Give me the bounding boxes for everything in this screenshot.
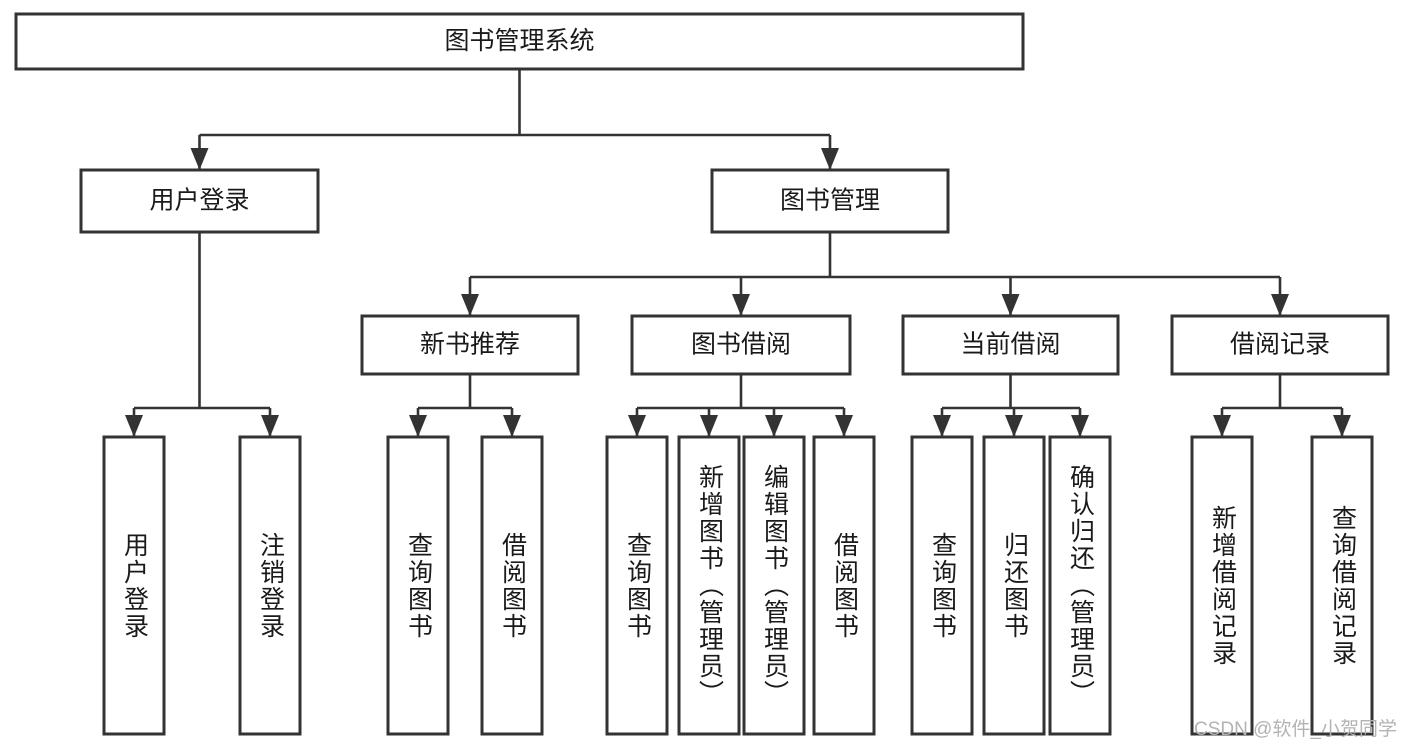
node-box-borrow-record[interactable] xyxy=(1170,314,1390,376)
arrow-head-icon xyxy=(835,415,853,437)
node-label-current-borrow: 当前借阅 xyxy=(960,331,1060,359)
arrow-head-icon xyxy=(409,415,427,437)
node-box-leaf-query-book-1[interactable] xyxy=(386,435,450,736)
node-label-user-login: 用户登录 xyxy=(149,187,249,215)
node-label-new-book-recommend: 新书推荐 xyxy=(420,331,520,359)
node-box-leaf-borrow-book-1[interactable] xyxy=(480,435,544,736)
arrow-head-icon xyxy=(190,148,209,170)
node-box-leaf-user-login[interactable] xyxy=(102,435,166,736)
arrow-head-icon xyxy=(461,294,479,316)
node-box-leaf-borrow-book-2[interactable] xyxy=(812,435,876,736)
arrow-head-icon xyxy=(821,148,839,170)
arrow-head-icon xyxy=(1005,415,1023,437)
watermark-text: CSDN @软件_小贺同学 xyxy=(1194,719,1397,740)
boxes-layer xyxy=(14,12,1390,736)
arrow-head-icon xyxy=(261,415,279,437)
node-box-leaf-query-book-2[interactable] xyxy=(605,435,669,736)
node-box-user-login[interactable] xyxy=(79,168,320,234)
node-box-leaf-query-borrow-record[interactable] xyxy=(1310,435,1374,736)
arrow-head-icon xyxy=(1271,294,1289,316)
node-label-book-manage: 图书管理 xyxy=(780,187,880,215)
node-box-leaf-add-book-admin[interactable] xyxy=(677,435,741,736)
arrow-head-icon xyxy=(933,415,951,437)
node-box-book-borrow[interactable] xyxy=(630,314,852,376)
arrow-head-icon xyxy=(503,415,521,437)
arrow-head-icon xyxy=(1001,294,1020,316)
node-box-leaf-logout-login[interactable] xyxy=(238,435,302,736)
arrow-head-icon xyxy=(1333,415,1351,437)
node-label-root: 图书管理系统 xyxy=(444,27,594,55)
arrow-head-icon xyxy=(765,415,783,437)
arrow-head-icon xyxy=(628,415,646,437)
node-box-root[interactable] xyxy=(14,12,1025,71)
node-label-book-borrow: 图书借阅 xyxy=(691,331,791,359)
arrow-head-icon xyxy=(1213,415,1231,437)
node-box-leaf-confirm-return-admin[interactable] xyxy=(1048,435,1112,736)
arrow-head-icon xyxy=(1071,415,1089,437)
arrow-head-icon xyxy=(700,415,718,437)
node-box-new-book-recommend[interactable] xyxy=(360,314,580,376)
arrow-head-icon xyxy=(732,294,750,316)
edges-layer xyxy=(125,69,1351,437)
node-box-leaf-edit-book-admin[interactable] xyxy=(742,435,806,736)
node-box-leaf-add-borrow-record[interactable] xyxy=(1190,435,1254,736)
node-box-leaf-return-book[interactable] xyxy=(982,435,1046,736)
node-box-current-borrow[interactable] xyxy=(901,314,1120,376)
node-box-book-manage[interactable] xyxy=(710,168,950,234)
node-label-borrow-record: 借阅记录 xyxy=(1230,331,1330,359)
node-box-leaf-query-book-3[interactable] xyxy=(910,435,974,736)
arrow-head-icon xyxy=(125,415,143,437)
